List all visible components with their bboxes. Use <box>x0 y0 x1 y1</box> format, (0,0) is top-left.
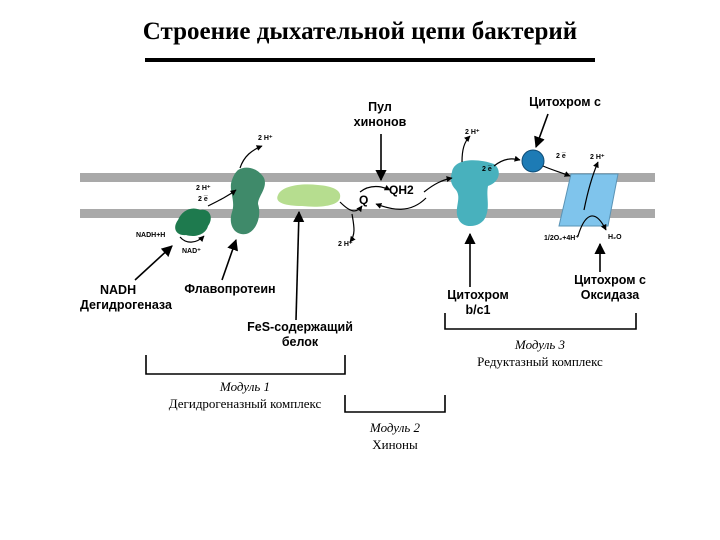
module-2-desc: Хиноны <box>372 437 418 452</box>
module-3-text: Модуль 3 Редуктазный комплекс <box>440 336 640 370</box>
bc1-proton-label: 2 H⁺ <box>465 129 480 136</box>
membrane-outer-layer <box>80 173 655 182</box>
bc1-electron-label: 2 e̅ <box>482 166 492 173</box>
nadh-dehydrogenase-line1: NADH <box>100 283 137 297</box>
oxidase-water-arrow <box>577 215 607 237</box>
cytochrome-bc1-shape <box>450 160 499 227</box>
nad-label: NAD⁺ <box>182 248 201 255</box>
q-label: Q <box>359 193 369 207</box>
cytochrome-bc1-label: Цитохром b/c1 <box>438 288 518 318</box>
quinone-pool-line2: хинонов <box>353 115 407 129</box>
oxidase-proton-arrow <box>583 161 599 211</box>
nadh-label: NADH+H <box>136 232 166 239</box>
qh2-label: QH2 <box>389 183 414 197</box>
cytc-to-oxidase-arrow <box>542 165 571 177</box>
fes-protein-line2: белок <box>281 335 319 349</box>
quinone-pool-line1: Пул <box>368 100 392 114</box>
module-3-desc: Редуктазный комплекс <box>477 354 603 369</box>
module-2-text: Модуль 2 Хиноны <box>345 419 445 453</box>
bc1-to-cytc-arrow <box>493 155 521 167</box>
oxygen-reaction-label: 1/2O₂+4H⁺ <box>544 235 580 242</box>
oxidase-proton-label: 2 H⁺ <box>590 154 605 161</box>
module-1-name: Модуль 1 <box>219 379 271 394</box>
module-3-name: Модуль 3 <box>514 337 566 352</box>
slide-title: Строение дыхательной цепи бактерий <box>142 18 578 45</box>
module-1-bracket <box>145 355 346 375</box>
q-proton-arrow <box>349 213 356 243</box>
cytochrome-c-label: Цитохром с <box>529 95 601 109</box>
cytochrome-bc1-line1: Цитохром <box>447 288 509 302</box>
q-to-qh2-arrow <box>359 184 391 193</box>
membrane-inner-layer <box>80 209 655 218</box>
module-2-bracket <box>344 395 446 413</box>
bc1-proton-arrow <box>461 135 471 163</box>
flavo-electron-label: 2 e̅ <box>198 196 208 203</box>
cytochrome-c-shape <box>521 149 545 173</box>
cytochrome-oxidase-line2: Оксидаза <box>580 288 640 302</box>
nadh-dehydrogenase-label: NADH Дегидрогеназа <box>80 283 172 313</box>
qh2-to-q-arrow <box>375 197 427 210</box>
cytochrome-oxidase-label: Цитохром с Оксидаза <box>560 273 660 303</box>
q-proton-label: 2 H⁺ <box>338 241 353 248</box>
flavo-top-proton-label: 2 H⁺ <box>258 135 273 142</box>
module-1-desc: Дегидрогеназный комплекс <box>168 396 322 411</box>
nadh-dehydrogenase-line2: Дегидрогеназа <box>80 298 172 312</box>
quinone-pool-label: Пул хинонов <box>350 100 410 130</box>
module-1-text: Модуль 1 Дегидрогеназный комплекс <box>130 378 360 412</box>
qh2-to-bc1-arrow <box>423 176 453 193</box>
fes-protein-line1: FeS-содержащий <box>247 320 353 334</box>
cytochrome-oxidase-line1: Цитохром с <box>574 273 646 287</box>
flavo-electron-arrow <box>207 189 237 207</box>
module-2-name: Модуль 2 <box>369 420 421 435</box>
fes-protein-label: FeS-содержащий белок <box>240 320 360 350</box>
flavoprotein-shape <box>230 167 265 235</box>
cytc-electron-label: 2 e̅ <box>556 153 566 160</box>
flavo-proton-arrow <box>239 145 263 169</box>
module-3-bracket <box>444 313 637 330</box>
flavo-left-proton-label: 2 H⁺ <box>196 185 211 192</box>
cytochrome-bc1-line2: b/c1 <box>465 303 491 317</box>
nadh-dh-pointer-arrow <box>134 245 173 281</box>
title-underline <box>145 58 595 62</box>
nadh-arrow <box>179 235 205 243</box>
nadh-dehydrogenase-shape <box>175 208 211 236</box>
fes-pointer-arrow <box>293 210 305 321</box>
fes-to-q-arrow <box>339 201 363 213</box>
cyt-c-pointer-arrow <box>534 113 549 149</box>
flavo-pointer-arrow <box>221 238 238 281</box>
flavoprotein-label: Флавопротеин <box>184 282 276 296</box>
water-label: H₂O <box>608 234 622 241</box>
fes-protein-shape <box>277 184 341 207</box>
cytochrome-oxidase-shape <box>558 173 619 227</box>
